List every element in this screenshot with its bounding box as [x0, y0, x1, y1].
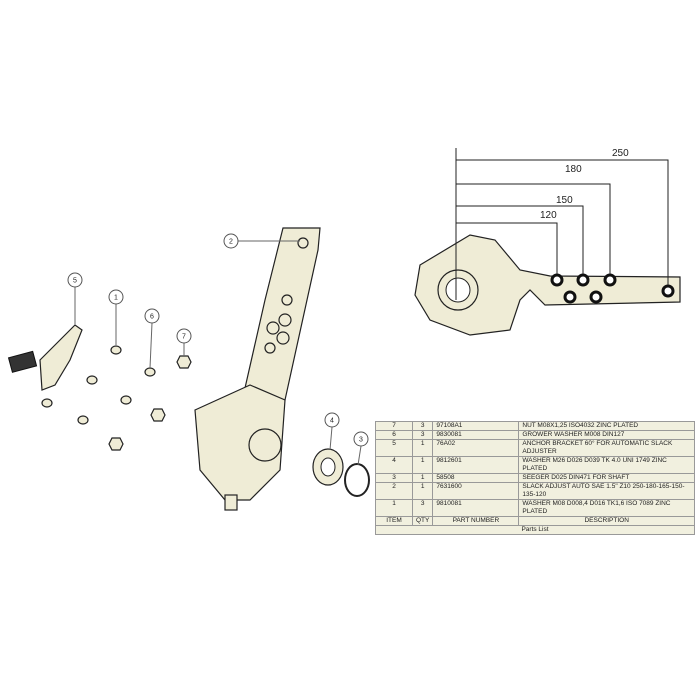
cell-desc: SEEGER D025 DIN471 FOR SHAFT [518, 473, 695, 483]
cell-part: 9810081 [432, 499, 520, 517]
cell-desc: SLACK ADJUST AUTO SAE 1.5" Z10 250-180-1… [518, 482, 695, 500]
cell-desc: ANCHOR BRACKET 60° FOR AUTOMATIC SLACK A… [518, 439, 695, 457]
cell-part: 9830081 [432, 430, 520, 440]
cell-part: 9812601 [432, 456, 520, 474]
cell-item: 3 [375, 473, 413, 483]
header-item: ITEM [375, 516, 413, 526]
side-view: 250 180 150 120 [414, 148, 681, 336]
balloon-1: 1 [114, 295, 118, 302]
cell-part: 58508 [432, 473, 520, 483]
dimension-250: 250 [612, 148, 629, 159]
balloon-5: 5 [73, 278, 77, 285]
cell-item: 1 [375, 499, 413, 517]
cell-item: 7 [375, 421, 413, 431]
header-description: DESCRIPTION [518, 516, 695, 526]
balloon-2: 2 [229, 239, 233, 246]
seeger-3 [344, 463, 370, 497]
cell-desc: WASHER M26 D026 D039 TK 4.0 UNI 1749 ZIN… [518, 456, 695, 474]
cell-desc: NUT M08X1,25 ISO4032 ZINC PLATED [518, 421, 695, 431]
item-balloons: 5 1 6 7 2 4 3 [67, 233, 369, 447]
cell-qty: 3 [411, 499, 434, 517]
cell-qty: 3 [411, 421, 434, 431]
cell-part: 7631600 [432, 482, 520, 500]
slack-adjuster [194, 227, 321, 511]
cell-item: 5 [375, 439, 413, 457]
cell-qty: 1 [411, 473, 434, 483]
cell-qty: 1 [411, 439, 434, 457]
parts-list-title: Parts List [375, 525, 695, 535]
cell-part: 97108A1 [432, 421, 520, 431]
header-qty: QTY [411, 516, 434, 526]
balloon-4: 4 [330, 418, 334, 425]
cell-item: 2 [375, 482, 413, 500]
cell-desc: GROWER WASHER M008 DIN127 [518, 430, 695, 440]
dimension-120: 120 [540, 210, 557, 221]
cell-qty: 1 [411, 456, 434, 474]
dimension-150: 150 [556, 195, 573, 206]
cell-qty: 3 [411, 430, 434, 440]
cell-item: 4 [375, 456, 413, 474]
fasteners [41, 345, 192, 451]
anchor-bracket [7, 324, 83, 391]
cell-qty: 1 [411, 482, 434, 500]
cell-part: 76A02 [432, 439, 520, 457]
parts-list-header: ITEM QTY PART NUMBER DESCRIPTION [375, 516, 695, 526]
balloon-6: 6 [150, 314, 154, 321]
dimension-180: 180 [565, 164, 582, 175]
balloon-7: 7 [182, 334, 186, 341]
header-part-number: PART NUMBER [432, 516, 520, 526]
cell-desc: WASHER M08 D008,4 D016 TK1,6 ISO 7089 ZI… [518, 499, 695, 517]
cell-item: 6 [375, 430, 413, 440]
balloon-3: 3 [359, 437, 363, 444]
